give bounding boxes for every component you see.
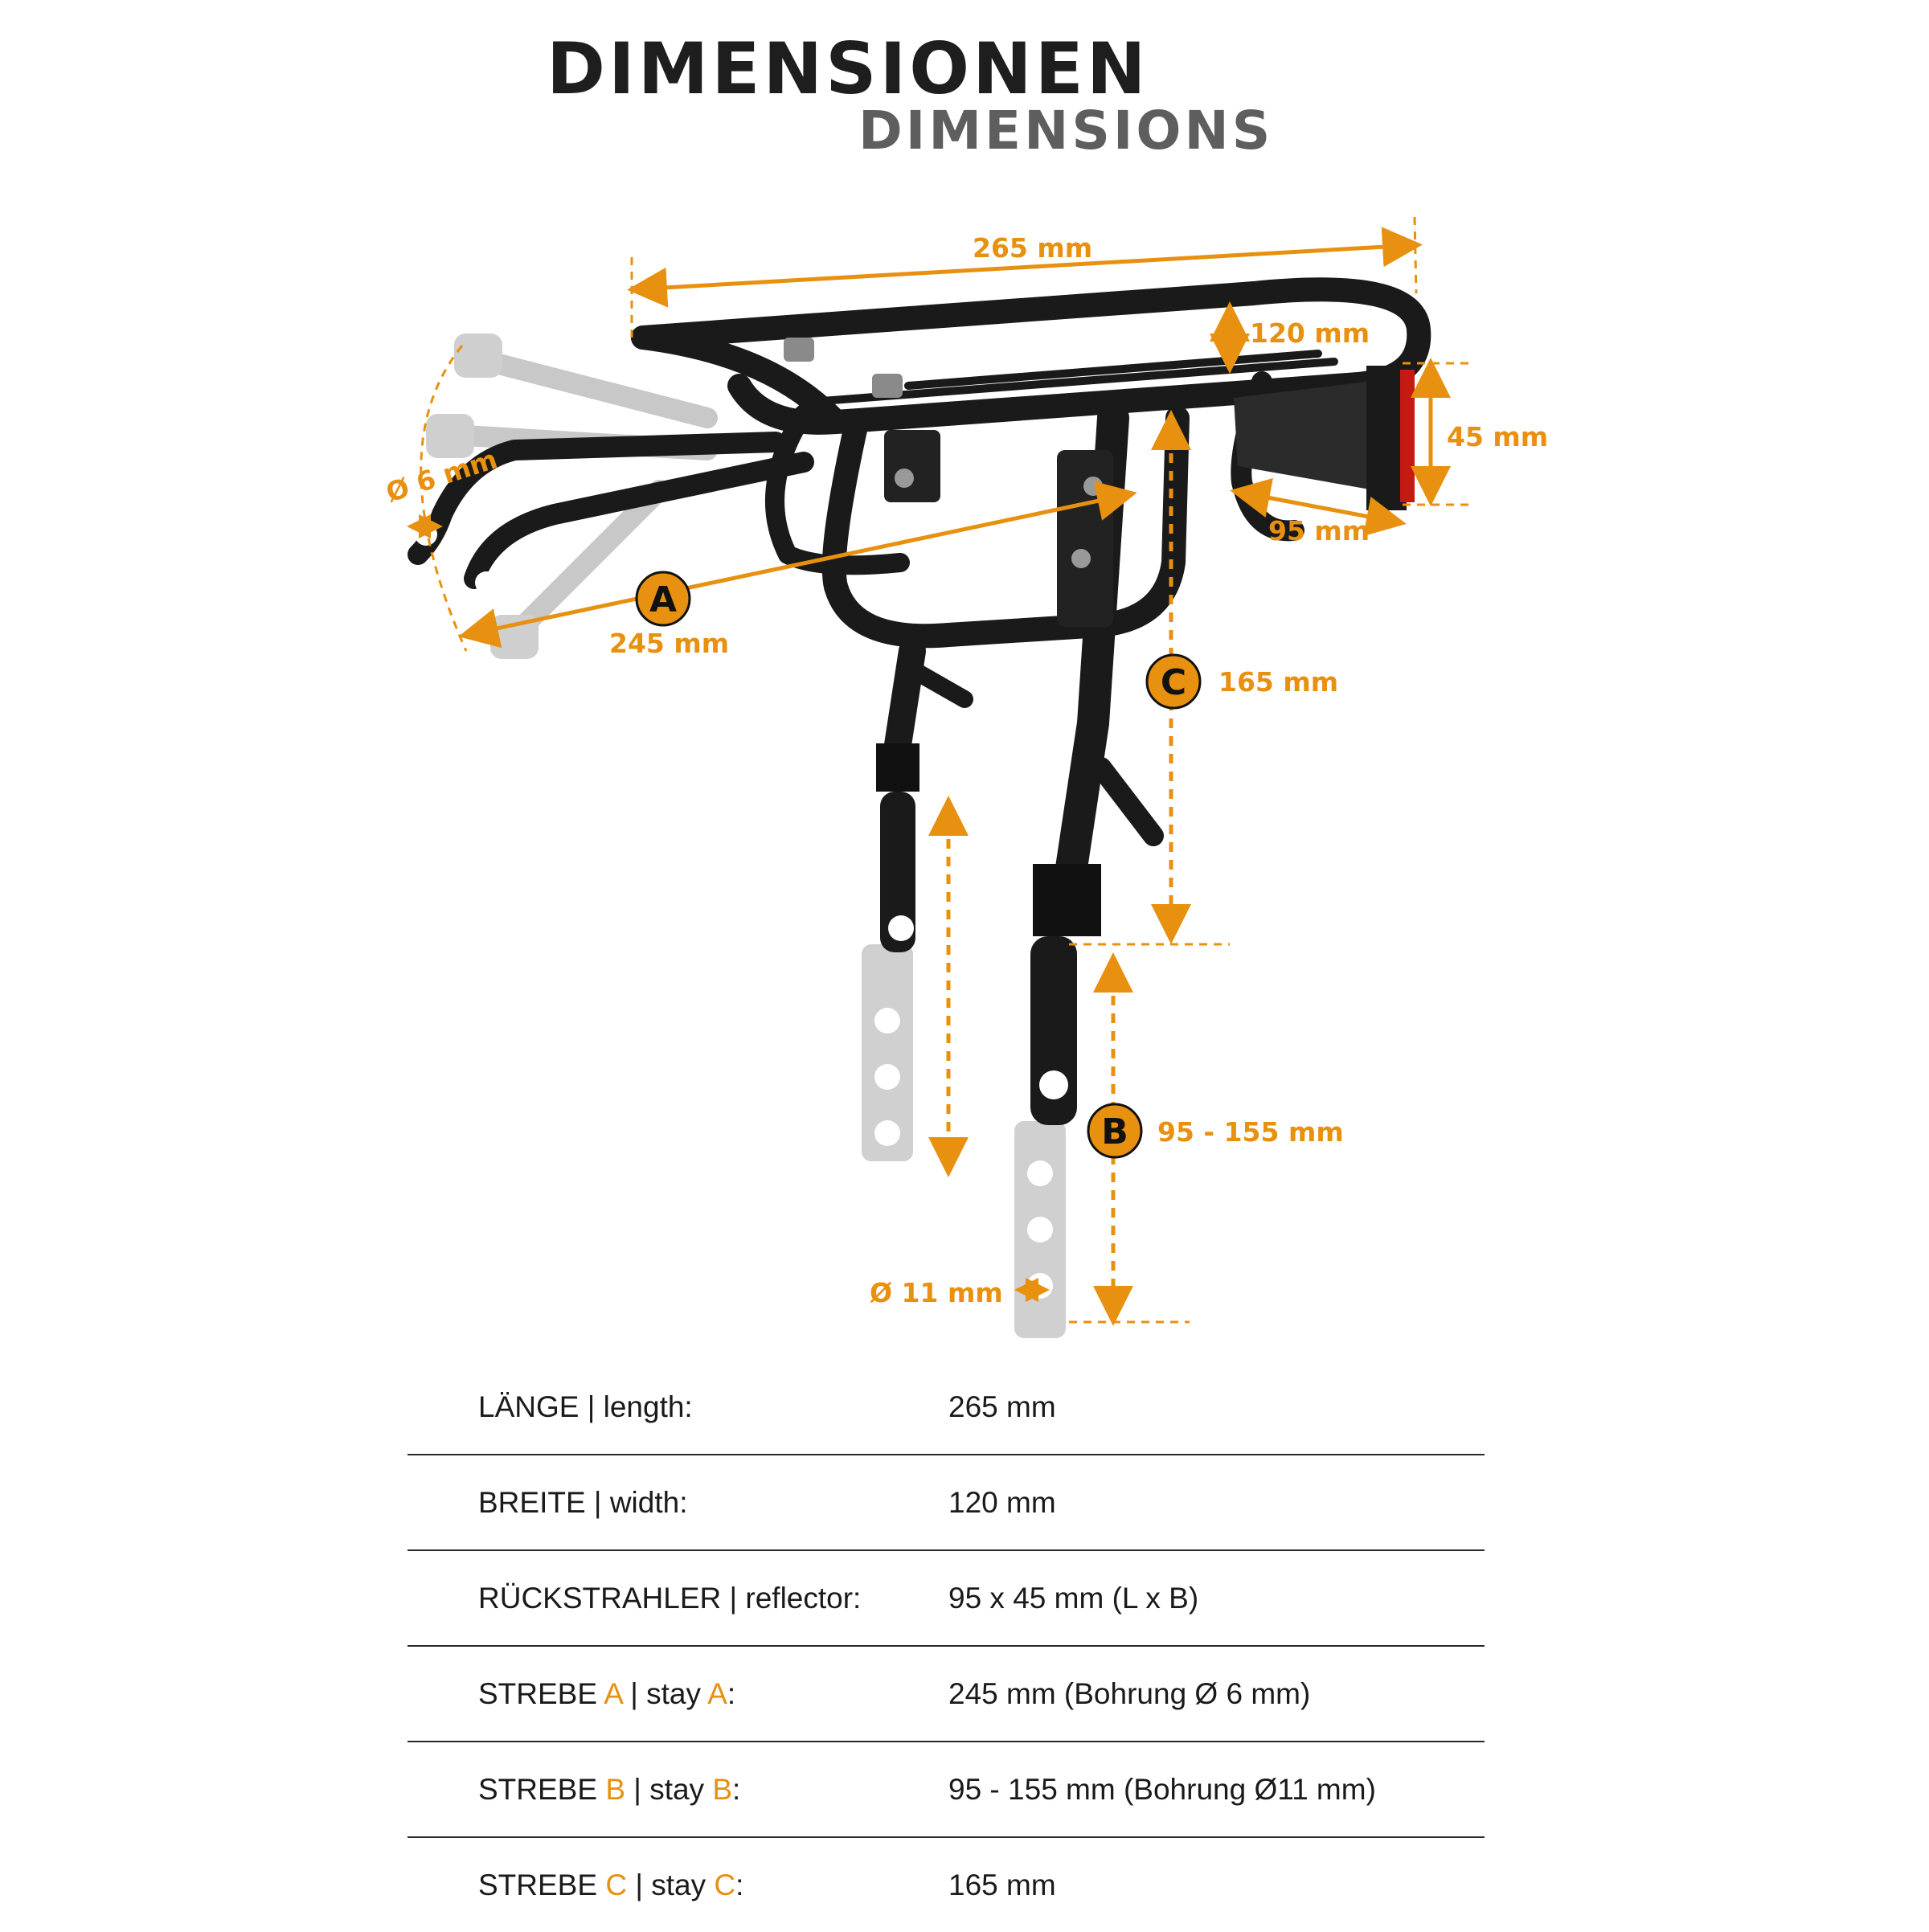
width-label: 120 mm <box>1250 317 1370 349</box>
spec-value: 265 mm <box>948 1390 1056 1423</box>
spec-row-width: BREITE | width: 120 mm <box>408 1455 1485 1550</box>
spec-value: 245 mm (Bohrung Ø 6 mm) <box>948 1676 1311 1710</box>
spec-value: 95 - 155 mm (Bohrung Ø11 mm) <box>948 1772 1376 1806</box>
spec-label: LÄNGE | length: <box>478 1390 693 1423</box>
spec-label: STREBE A | stay A: <box>478 1676 736 1710</box>
reflector <box>1400 370 1415 502</box>
stay-c-label: 165 mm <box>1218 666 1338 698</box>
callout-b-letter: B <box>1101 1111 1128 1152</box>
stay-a-label: 245 mm <box>609 628 729 659</box>
spec-label: STREBE C | stay C: <box>478 1868 744 1901</box>
reflector-height-label: 45 mm <box>1447 421 1548 452</box>
title-english: DIMENSIONS <box>858 100 1274 162</box>
spec-table: LÄNGE | length: 265 mm BREITE | width: 1… <box>408 1360 1485 1932</box>
spec-row-reflector: RÜCKSTRAHLER | reflector: 95 x 45 mm (L … <box>408 1550 1485 1646</box>
length-label: 265 mm <box>973 232 1092 264</box>
spec-row-stay-a: STREBE A | stay A: 245 mm (Bohrung Ø 6 m… <box>408 1646 1485 1742</box>
callout-c-letter: C <box>1161 662 1186 703</box>
spec-row-stay-c: STREBE C | stay C: 165 mm <box>408 1837 1485 1932</box>
reflector-length-label: 95 mm <box>1268 515 1370 546</box>
rack-dimension-diagram: A C B 265 mm 120 mm 45 mm 95 mm Ø 6 mm 2… <box>382 216 1548 1338</box>
spec-value: 120 mm <box>948 1485 1056 1519</box>
callout-a: A <box>635 571 691 627</box>
spec-row-stay-b: STREBE B | stay B: 95 - 155 mm (Bohrung … <box>408 1742 1485 1837</box>
callout-c: C <box>1145 653 1202 710</box>
bore-b-label: Ø 11 mm <box>870 1277 1003 1308</box>
callout-b: B <box>1087 1103 1143 1159</box>
spec-row-length: LÄNGE | length: 265 mm <box>408 1360 1485 1455</box>
callout-a-letter: A <box>649 579 677 620</box>
stay-b-label: 95 - 155 mm <box>1157 1116 1344 1148</box>
title-german: DIMENSIONEN <box>547 27 1149 110</box>
spec-label: BREITE | width: <box>478 1485 688 1519</box>
spec-label: RÜCKSTRAHLER | reflector: <box>478 1581 862 1615</box>
spec-value: 95 x 45 mm (L x B) <box>948 1581 1199 1615</box>
spec-value: 165 mm <box>948 1868 1056 1901</box>
spec-label: STREBE B | stay B: <box>478 1772 741 1806</box>
